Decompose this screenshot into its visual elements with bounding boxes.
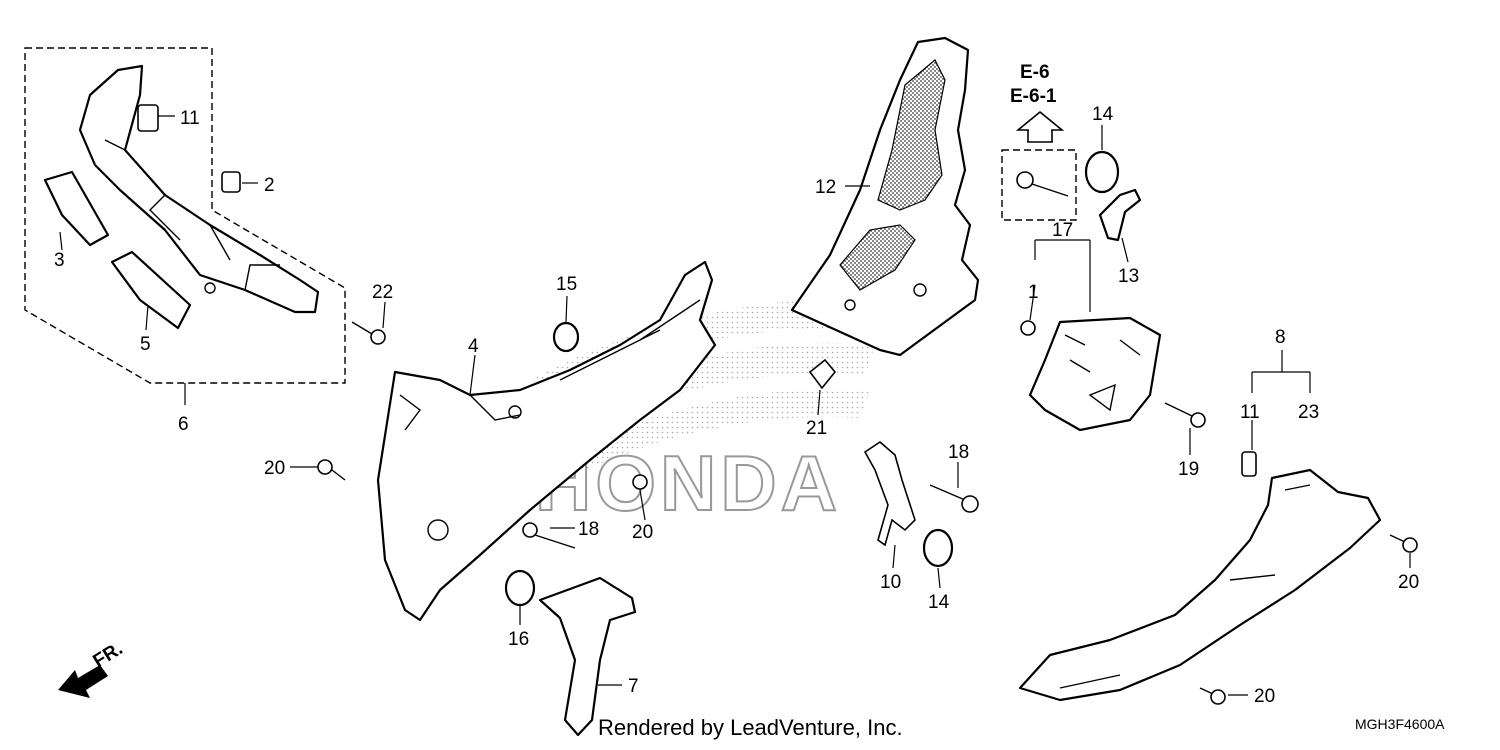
callout-16: 16 xyxy=(508,629,529,650)
callout-5: 5 xyxy=(140,334,151,355)
stay-part-10 xyxy=(863,440,916,547)
callout-18-right: 18 xyxy=(948,442,969,463)
reference-e6-1: E-6-1 xyxy=(1010,86,1057,107)
callout-6: 6 xyxy=(178,414,189,435)
callout-22: 22 xyxy=(372,282,393,303)
callout-15: 15 xyxy=(556,274,577,295)
screw-part-20-bottom xyxy=(1199,687,1226,705)
callout-7: 7 xyxy=(628,676,639,697)
bracket-part-13 xyxy=(1098,188,1142,242)
grommet-part-16 xyxy=(504,569,536,607)
bolt-part-18-right xyxy=(929,484,979,513)
screw-part-20-center xyxy=(632,474,648,490)
grommet-part-14-top xyxy=(1084,150,1120,194)
callout-23: 23 xyxy=(1298,402,1319,423)
callout-1: 1 xyxy=(1028,282,1039,303)
clip-part-21 xyxy=(808,358,837,390)
callout-13: 13 xyxy=(1118,266,1139,287)
honda-watermark: HONDA xyxy=(530,299,880,528)
front-arrow-icon xyxy=(58,665,108,698)
assembly-6-outline xyxy=(24,47,346,384)
callout-leaders xyxy=(59,115,1411,696)
callout-20-bottom: 20 xyxy=(1254,686,1275,707)
callout-17: 17 xyxy=(1052,220,1073,241)
tape-part-5 xyxy=(110,250,192,330)
mesh-cover-part-12 xyxy=(790,36,980,357)
grommet-part-15 xyxy=(552,321,580,353)
inner-cover-part-6 xyxy=(78,64,320,314)
bracket-part-17 xyxy=(1020,316,1162,432)
callout-3: 3 xyxy=(54,250,65,271)
side-cover-part-23 xyxy=(1018,468,1382,702)
tape-part-3 xyxy=(43,170,110,247)
bolt-in-reference-box xyxy=(1016,171,1069,197)
screw-part-22 xyxy=(351,321,386,345)
callout-20-left: 20 xyxy=(264,458,285,479)
callout-4: 4 xyxy=(468,336,479,357)
callout-21: 21 xyxy=(806,418,827,439)
screw-part-20-right xyxy=(1389,534,1418,553)
callout-18-center: 18 xyxy=(578,519,599,540)
callout-12: 12 xyxy=(815,177,836,198)
callout-14-top: 14 xyxy=(1092,104,1114,125)
grommet-part-11-right xyxy=(1241,451,1257,477)
callout-14-bottom: 14 xyxy=(928,592,950,613)
callout-10: 10 xyxy=(880,572,901,593)
reference-e6: E-6 xyxy=(1020,62,1050,83)
render-credit: Rendered by LeadVenture, Inc. xyxy=(598,715,903,740)
reference-box-outline xyxy=(1001,149,1077,221)
front-label: FR. xyxy=(90,638,127,672)
callout-labels: 2 3 4 5 6 7 8 10 11 11 12 13 14 14 15 16… xyxy=(54,104,1419,707)
callout-11-upper: 11 xyxy=(180,108,200,129)
reference-arrow-icon xyxy=(1015,110,1065,143)
diagram-code: MGH3F4600A xyxy=(1355,716,1445,732)
stay-part-7 xyxy=(538,576,637,737)
screw-part-20-left xyxy=(317,459,346,481)
callout-2: 2 xyxy=(264,175,275,196)
front-direction-indicator: FR. xyxy=(58,638,127,698)
callout-19: 19 xyxy=(1178,459,1199,480)
grommet-part-14-bottom xyxy=(922,528,954,568)
callout-20-right: 20 xyxy=(1398,572,1419,593)
bolt-part-19 xyxy=(1164,402,1206,428)
callout-20-center: 20 xyxy=(632,522,653,543)
callout-8: 8 xyxy=(1275,327,1286,348)
clip-part-2 xyxy=(221,171,241,193)
callout-11-right: 11 xyxy=(1240,402,1260,423)
bolt-part-18-center xyxy=(522,522,576,549)
lower-cover-part-4 xyxy=(376,260,717,622)
